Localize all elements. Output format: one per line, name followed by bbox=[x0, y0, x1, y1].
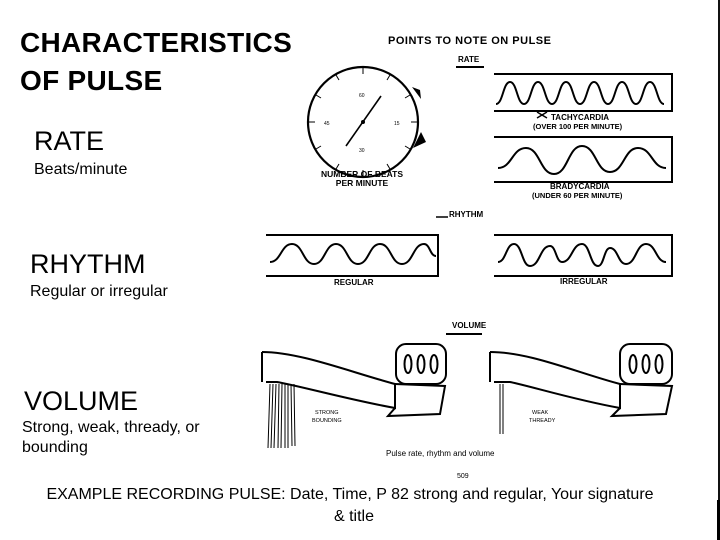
dial-caption-line2: PER MINUTE bbox=[336, 178, 389, 188]
rate-subtext: Beats/minute bbox=[34, 161, 128, 178]
dial-60: 60 bbox=[359, 93, 365, 99]
tachycardia-trace bbox=[494, 73, 673, 112]
dial-45: 45 bbox=[324, 121, 330, 127]
dial-arrow-top-icon bbox=[412, 87, 421, 99]
rhythm-heading: RHYTHM bbox=[30, 249, 146, 279]
rhythm-label: RHYTHM bbox=[449, 210, 484, 219]
page-number: 509 bbox=[457, 473, 469, 480]
volume-subtext: Strong, weak, thready, or bounding bbox=[22, 418, 200, 458]
dial-arrow-bottom-icon bbox=[413, 132, 426, 148]
bradycardia-trace bbox=[494, 136, 673, 183]
slide-title: CHARACTERISTICS OF PULSE bbox=[20, 24, 292, 100]
irregular-label: IRREGULAR bbox=[560, 277, 608, 286]
bradycardia-sublabel: (UNDER 60 PER MINUTE) bbox=[532, 191, 623, 200]
tachycardia-sublabel: (OVER 100 PER MINUTE) bbox=[533, 122, 623, 131]
volume-heading: VOLUME bbox=[24, 386, 139, 416]
dial-caption-line1: NUMBER OF BEATS bbox=[321, 169, 403, 179]
example-recording: EXAMPLE RECORDING PULSE: Date, Time, P 8… bbox=[0, 484, 700, 528]
irregular-trace bbox=[494, 234, 673, 277]
regular-trace bbox=[266, 234, 439, 277]
bounding-label: BOUNDING bbox=[312, 418, 342, 424]
bradycardia-label: BRADYCARDIA bbox=[550, 182, 610, 191]
dial-icon: 60 30 15 45 bbox=[306, 65, 426, 179]
strong-label: STRONG bbox=[315, 410, 339, 416]
right-border-mark bbox=[717, 500, 720, 540]
rate-heading: RATE bbox=[34, 126, 105, 156]
slide-title-line1: CHARACTERISTICS bbox=[20, 27, 293, 58]
scissors-icon bbox=[536, 111, 548, 119]
regular-label: REGULAR bbox=[334, 278, 374, 287]
slide-title-line2: OF PULSE bbox=[20, 65, 163, 96]
example-recording-line2: & title bbox=[333, 508, 374, 525]
example-recording-line1: EXAMPLE RECORDING PULSE: Date, Time, P 8… bbox=[46, 486, 654, 503]
dial-30: 30 bbox=[359, 148, 365, 154]
figure-caption: Pulse rate, rhythm and volume bbox=[386, 449, 495, 458]
figure-header: POINTS TO NOTE ON PULSE bbox=[388, 35, 551, 47]
volume-label: VOLUME bbox=[452, 321, 487, 330]
weak-tap-icon bbox=[489, 343, 674, 434]
right-border bbox=[718, 0, 720, 540]
volume-subtext-line2: bounding bbox=[22, 439, 88, 456]
strong-tap-icon bbox=[261, 343, 447, 449]
tachycardia-label: TACHYCARDIA bbox=[551, 113, 609, 122]
dial-15: 15 bbox=[394, 121, 400, 127]
volume-subtext-line1: Strong, weak, thready, or bbox=[22, 419, 200, 436]
thready-label: THREADY bbox=[529, 418, 556, 424]
weak-label: WEAK bbox=[532, 410, 549, 416]
rhythm-subtext: Regular or irregular bbox=[30, 283, 168, 300]
rate-label: RATE bbox=[458, 55, 480, 64]
